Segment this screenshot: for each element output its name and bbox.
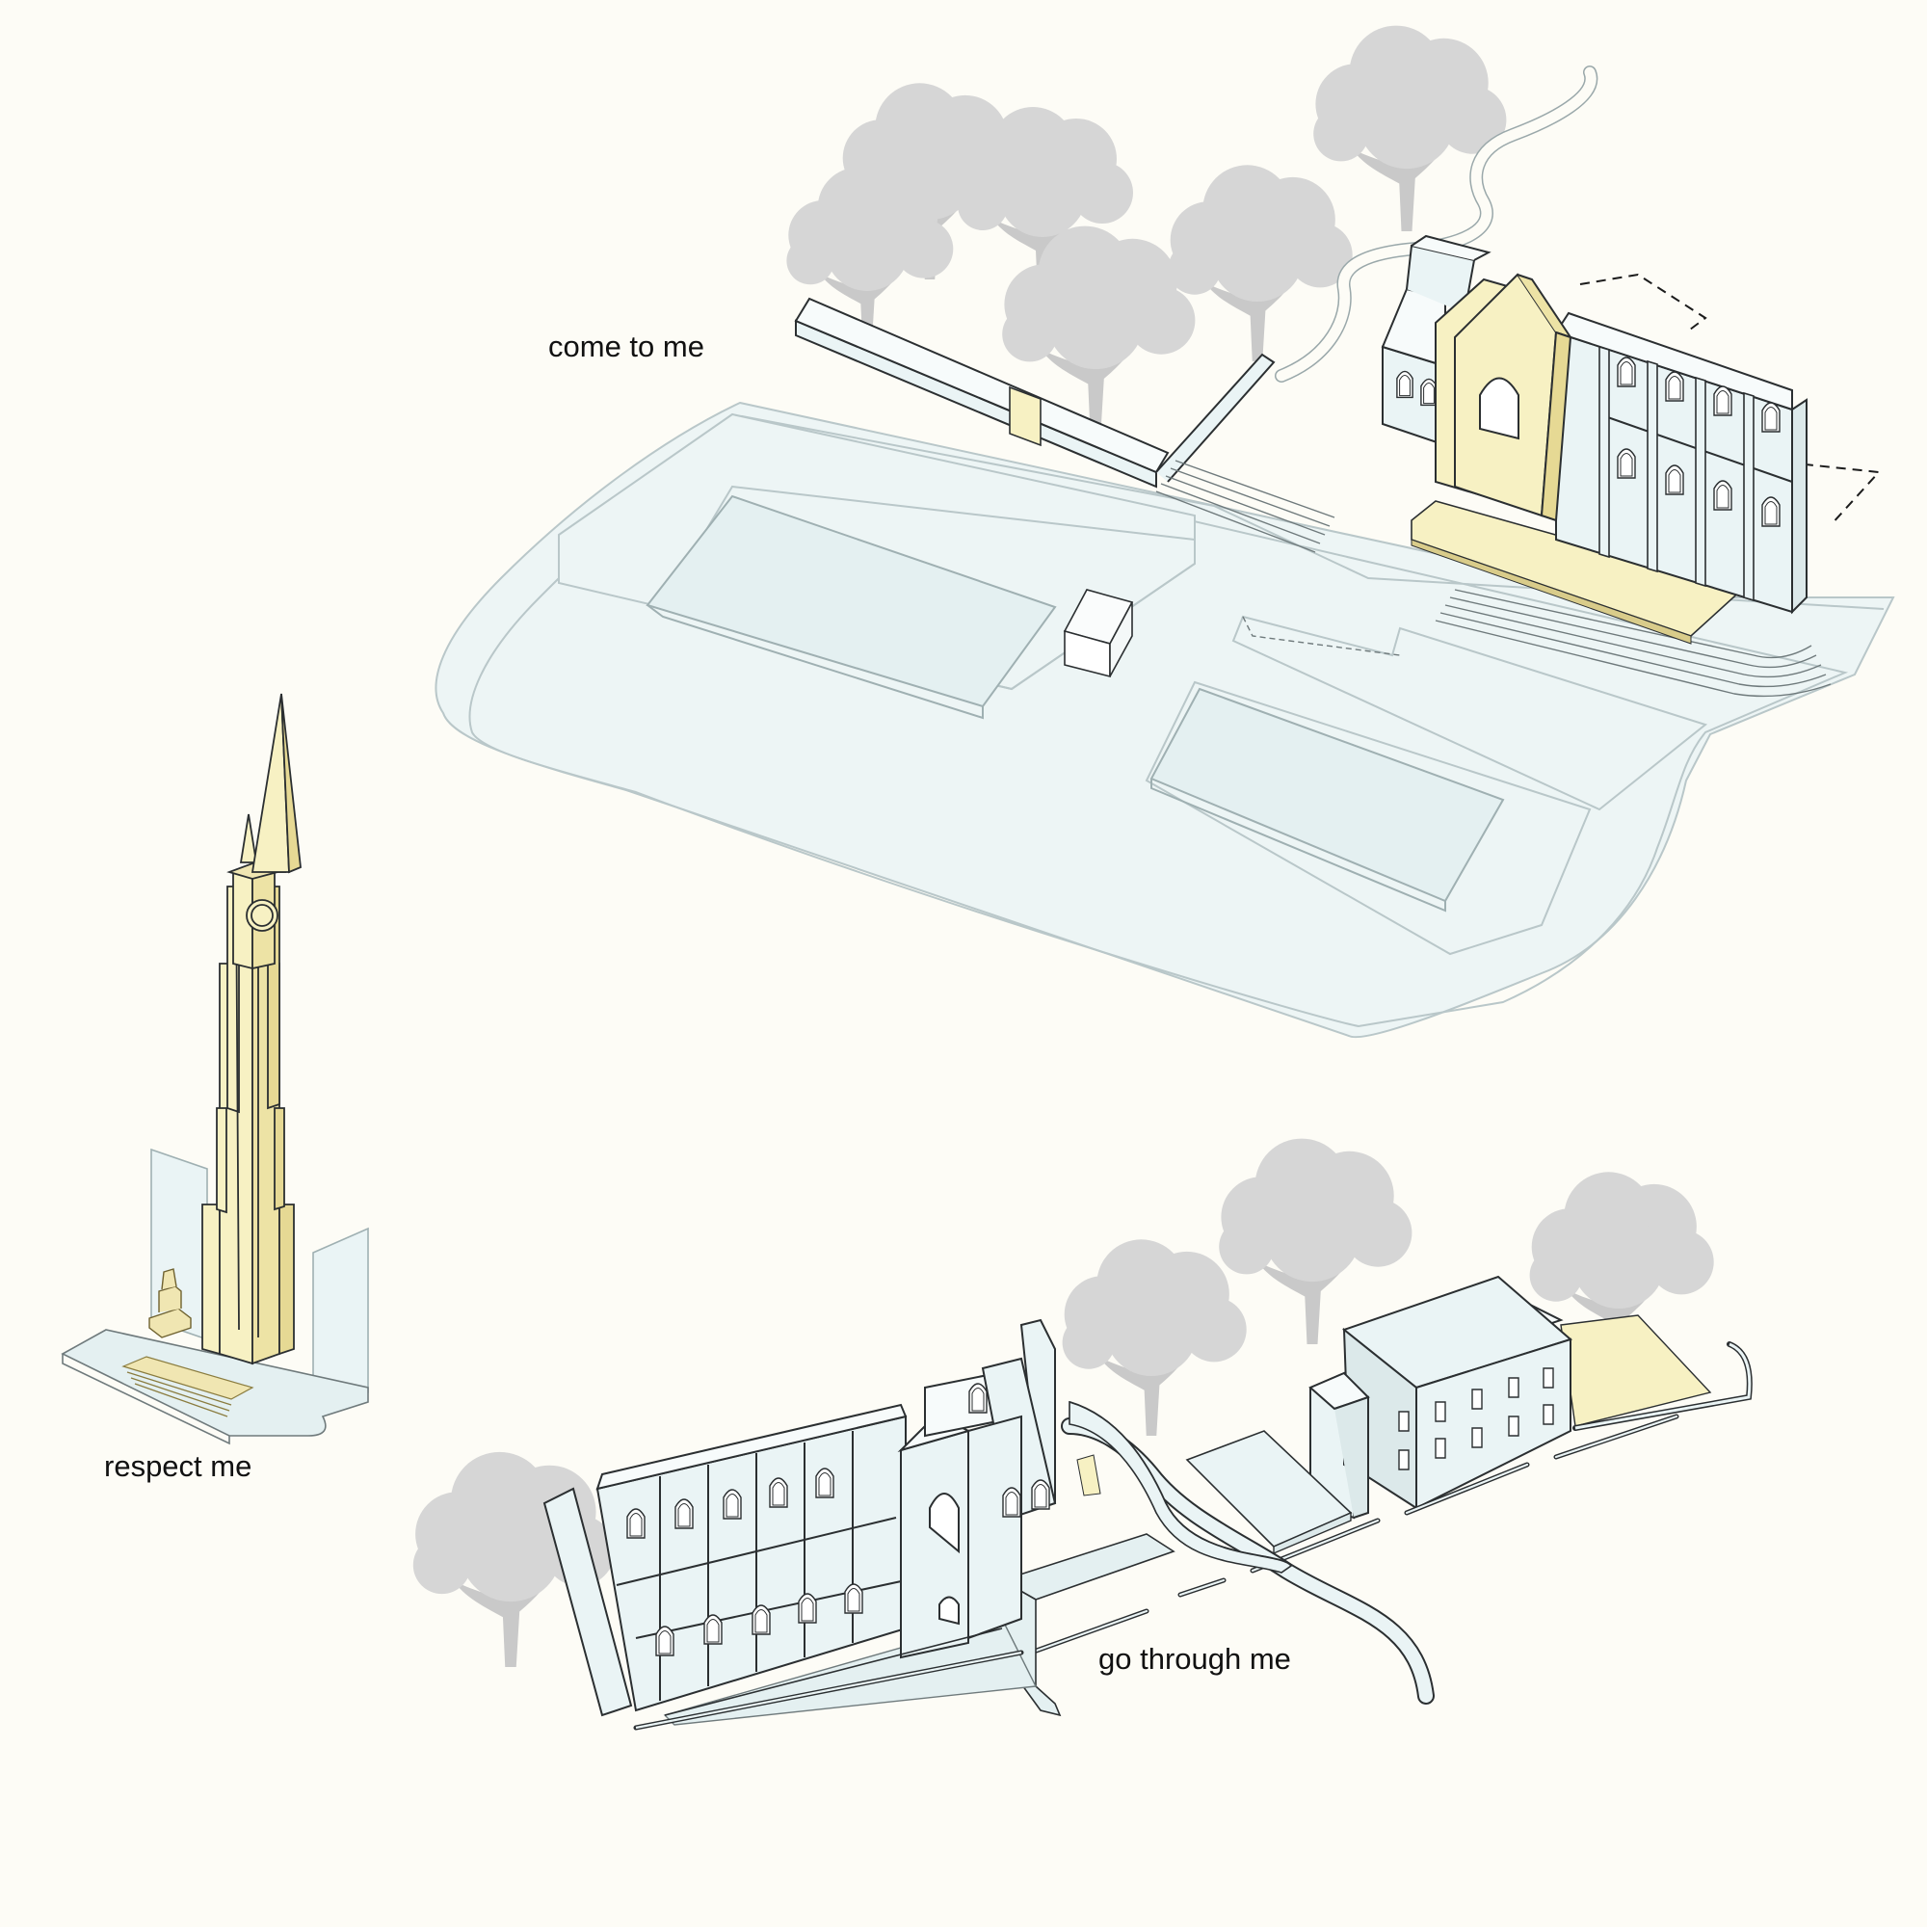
church-ruin-top xyxy=(1383,236,1879,612)
wall-gate-marker xyxy=(1010,387,1041,445)
street-group xyxy=(412,1138,1750,1728)
label-go-through-me: go through me xyxy=(1098,1642,1291,1676)
label-come-to-me: come to me xyxy=(548,330,704,363)
lawn-inner-east xyxy=(1151,689,1503,901)
house-windows xyxy=(1399,1368,1553,1469)
kiosk-block xyxy=(1065,590,1132,676)
north-garden-wall xyxy=(796,299,1274,487)
lawn-outer-east xyxy=(1233,617,1705,809)
monument-steps xyxy=(123,1357,252,1416)
roof-outline-dashed xyxy=(1580,275,1879,525)
spire-tower xyxy=(202,694,301,1363)
site-plan-group xyxy=(436,25,1894,1038)
memorial-statue xyxy=(149,1269,191,1337)
label-respect-me: respect me xyxy=(104,1449,252,1483)
steps-east xyxy=(1436,590,1831,696)
spire-group xyxy=(63,694,368,1443)
lawn-inner-west xyxy=(647,496,1055,706)
steps-north xyxy=(1156,461,1334,552)
church-forecourt-highlight xyxy=(1412,501,1744,636)
